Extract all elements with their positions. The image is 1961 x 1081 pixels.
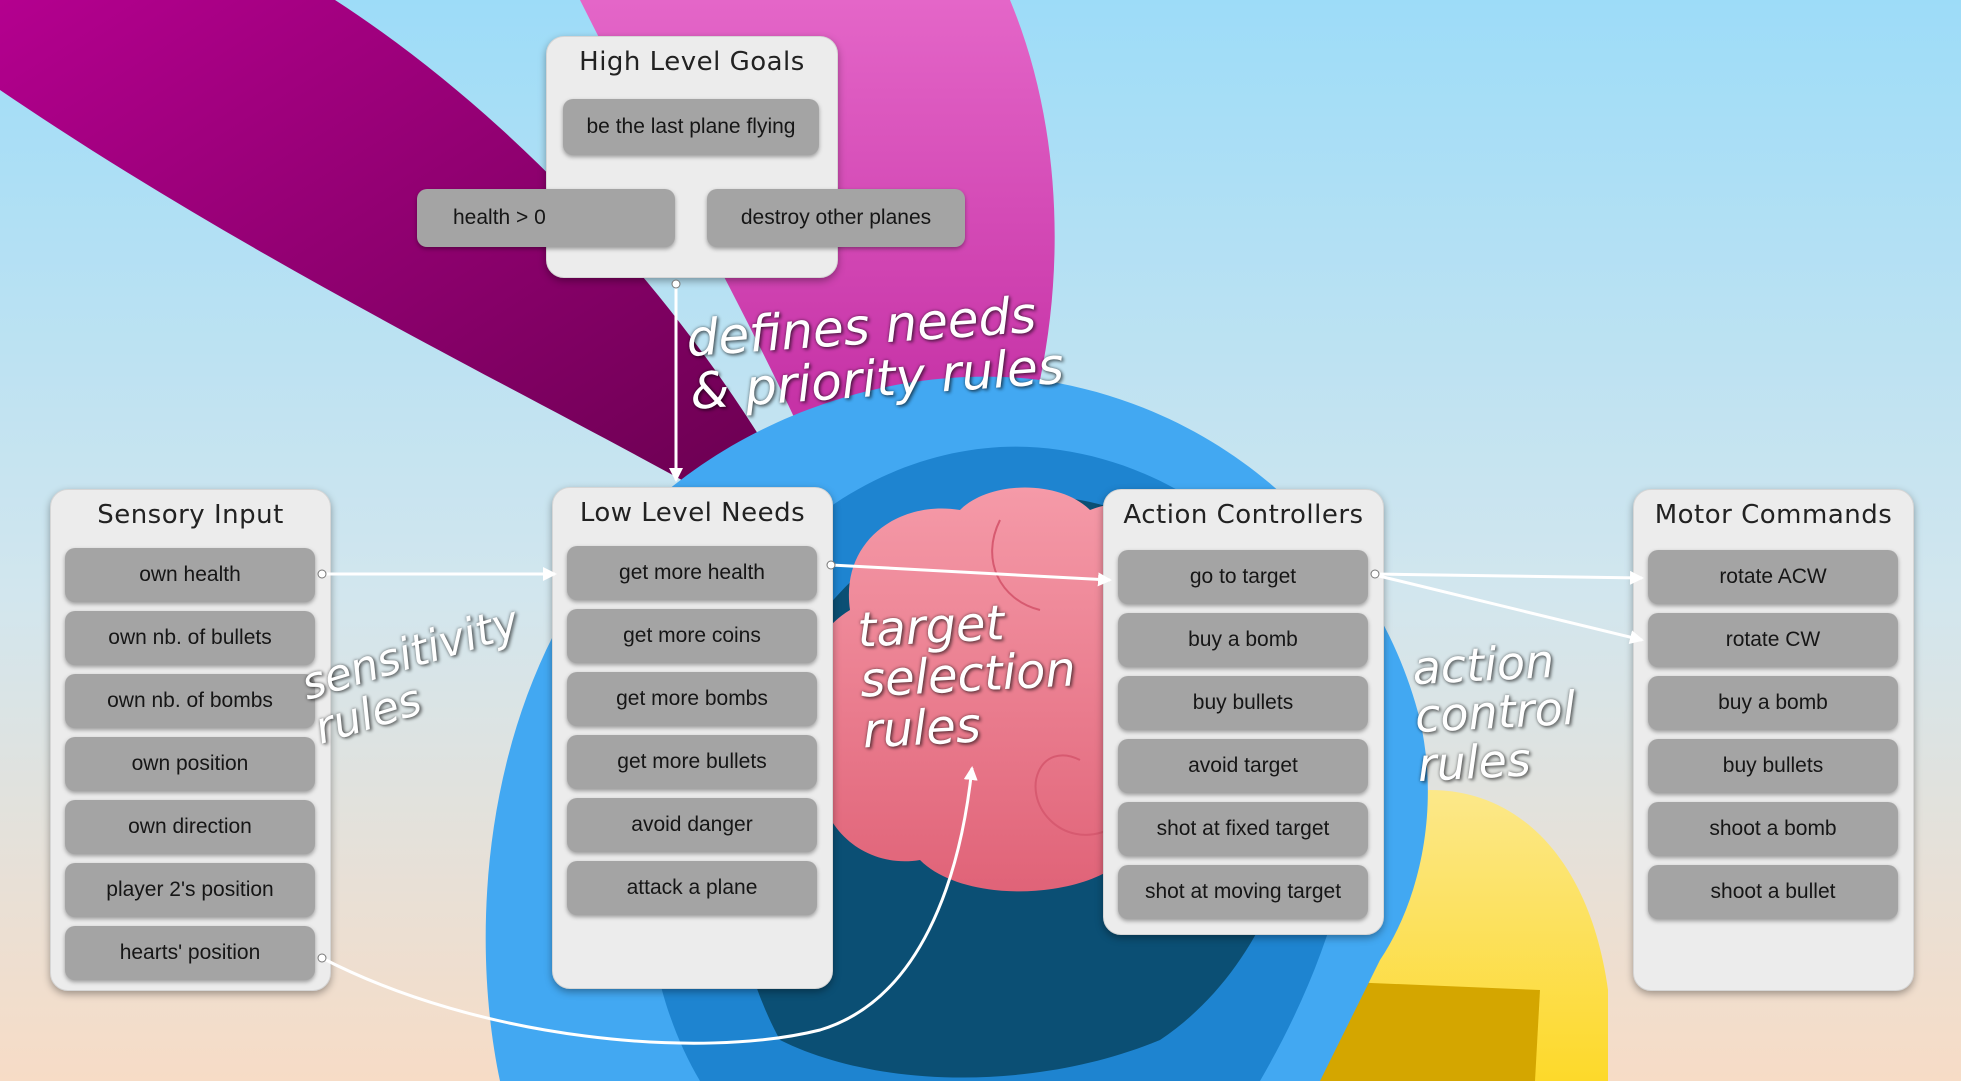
motor-item: buy a bomb xyxy=(1648,676,1898,730)
action-item: shot at moving target xyxy=(1118,865,1368,919)
action-item: shot at fixed target xyxy=(1118,802,1368,856)
sensory-item: player 2's position xyxy=(65,863,315,917)
sensory-item: own position xyxy=(65,737,315,791)
need-item: get more health xyxy=(567,546,817,600)
action-controllers-title: Action Controllers xyxy=(1123,500,1364,530)
need-item: get more bullets xyxy=(567,735,817,789)
motor-item: rotate ACW xyxy=(1648,550,1898,604)
sensory-input-panel: Sensory Input own health own nb. of bull… xyxy=(50,489,331,991)
motor-item: rotate CW xyxy=(1648,613,1898,667)
goal-item: health > 0 xyxy=(417,189,675,247)
low-level-needs-title: Low Level Needs xyxy=(579,498,806,528)
need-item: get more bombs xyxy=(567,672,817,726)
action-item: avoid target xyxy=(1118,739,1368,793)
motor-item: shoot a bullet xyxy=(1648,865,1898,919)
need-item: avoid danger xyxy=(567,798,817,852)
sensory-input-title: Sensory Input xyxy=(97,500,284,530)
goal-item: be the last plane flying xyxy=(563,99,819,155)
motor-item: buy bullets xyxy=(1648,739,1898,793)
action-item: go to target xyxy=(1118,550,1368,604)
sensory-item: own nb. of bombs xyxy=(65,674,315,728)
defines-needs-note: defines needs & priority rules xyxy=(684,285,1066,421)
high-level-goals-title: High Level Goals xyxy=(579,47,805,77)
motor-commands-panel: Motor Commands rotate ACW rotate CW buy … xyxy=(1633,489,1914,991)
action-control-note: action control rules xyxy=(1411,633,1577,792)
sensory-item: own health xyxy=(65,548,315,602)
need-item: get more coins xyxy=(567,609,817,663)
sensory-item: own direction xyxy=(65,800,315,854)
motor-item: shoot a bomb xyxy=(1648,802,1898,856)
action-item: buy a bomb xyxy=(1118,613,1368,667)
motor-commands-title: Motor Commands xyxy=(1654,500,1893,530)
sensory-item: hearts' position xyxy=(65,926,315,980)
action-controllers-panel: Action Controllers go to target buy a bo… xyxy=(1103,489,1384,935)
sensory-item: own nb. of bullets xyxy=(65,611,315,665)
action-item: buy bullets xyxy=(1118,676,1368,730)
low-level-needs-panel: Low Level Needs get more health get more… xyxy=(552,487,833,989)
goal-item: destroy other planes xyxy=(707,189,965,247)
target-selection-note: target selection rules xyxy=(856,595,1078,760)
need-item: attack a plane xyxy=(567,861,817,915)
